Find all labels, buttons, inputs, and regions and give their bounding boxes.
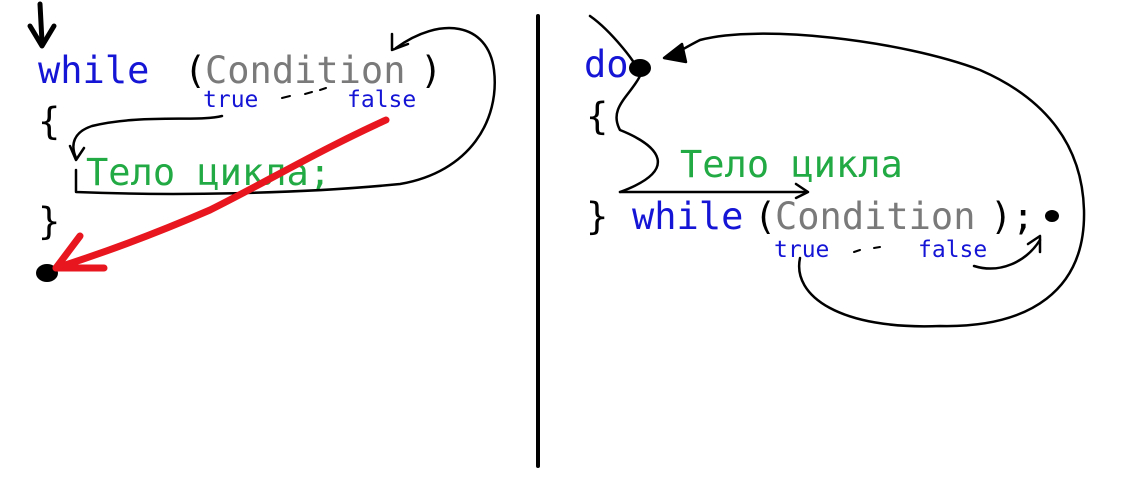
while-keyword: while bbox=[38, 49, 150, 92]
false-label: false bbox=[347, 87, 417, 113]
while-exit-dot bbox=[36, 264, 58, 282]
entry-arrow bbox=[37, 1, 45, 45]
true-branch-arrowhead bbox=[68, 144, 86, 162]
close-brace: } bbox=[38, 200, 61, 243]
do-false-exit-arrowhead bbox=[1026, 234, 1042, 254]
dashed-split bbox=[853, 246, 881, 253]
loop-body-text: Тело цикла bbox=[680, 143, 903, 186]
while-keyword: while bbox=[632, 195, 744, 238]
close-brace: } bbox=[586, 195, 609, 238]
close-paren: ) bbox=[990, 195, 1013, 238]
do-entry-dot bbox=[629, 59, 651, 77]
open-brace: { bbox=[38, 100, 61, 143]
false-label: false bbox=[918, 237, 988, 263]
loop-body-text: Тело цикла; bbox=[86, 151, 332, 194]
true-label: true bbox=[203, 87, 259, 113]
false-exit-arrow bbox=[52, 116, 390, 272]
condition-text: Condition bbox=[775, 195, 976, 238]
entry-arrowhead bbox=[27, 23, 57, 49]
open-paren: ( bbox=[754, 195, 777, 238]
do-keyword: do bbox=[584, 43, 629, 86]
condition-text: Condition bbox=[205, 49, 406, 92]
open-paren: ( bbox=[184, 49, 207, 92]
do-while-exit-dot bbox=[1045, 210, 1059, 222]
semicolon: ; bbox=[1012, 195, 1035, 238]
close-paren: ) bbox=[420, 49, 443, 92]
true-label: true bbox=[774, 237, 830, 263]
loop-back-arrowhead bbox=[390, 32, 410, 52]
open-brace: { bbox=[586, 95, 609, 138]
do-true-loop-arrowhead bbox=[662, 42, 688, 64]
false-exit-arrowhead bbox=[52, 232, 108, 272]
